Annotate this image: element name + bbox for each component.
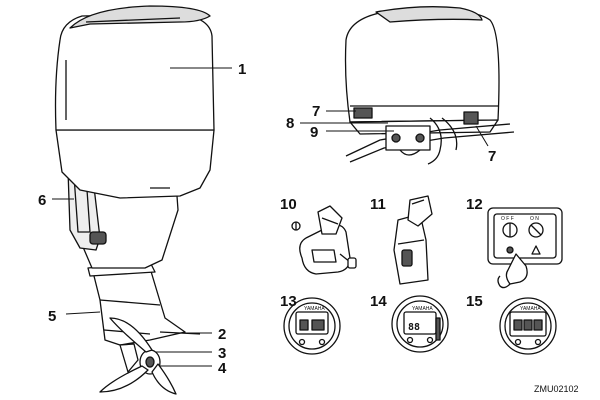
binnacle-control xyxy=(393,195,433,285)
meter-13-brand: YAMAHA xyxy=(304,306,325,312)
meter-15 xyxy=(499,297,557,355)
callout-13: 13 xyxy=(280,293,297,310)
remote-control-box xyxy=(291,205,357,275)
callout-7-left: 7 xyxy=(312,103,320,120)
callout-2: 2 xyxy=(218,326,226,343)
meter-14-brand: YAMAHA xyxy=(412,306,433,312)
callout-15: 15 xyxy=(466,293,483,310)
outboard-motor-side-view xyxy=(54,5,215,395)
callout-11: 11 xyxy=(370,196,386,213)
meter-14 xyxy=(391,295,449,353)
callout-6: 6 xyxy=(38,192,46,209)
switch-panel xyxy=(487,207,563,289)
callout-10: 10 xyxy=(280,196,297,213)
callout-3: 3 xyxy=(218,345,226,362)
figure-code: ZMU02102 xyxy=(534,384,579,394)
callout-14: 14 xyxy=(370,293,387,310)
panel-label-on: O N xyxy=(530,216,539,222)
callout-4: 4 xyxy=(218,360,227,377)
callout-5: 5 xyxy=(48,308,56,325)
meter-13 xyxy=(283,297,341,355)
callout-8: 8 xyxy=(286,115,294,132)
callout-1: 1 xyxy=(238,61,246,78)
panel-label-off: O F F xyxy=(501,216,514,222)
callout-7-right: 7 xyxy=(488,148,496,165)
callout-12: 12 xyxy=(466,196,483,213)
outboard-motor-rear-view xyxy=(344,6,515,165)
meter-15-brand: YAMAHA xyxy=(520,306,541,312)
callout-9: 9 xyxy=(310,124,318,141)
meter-14-readout: 88 xyxy=(408,322,420,333)
